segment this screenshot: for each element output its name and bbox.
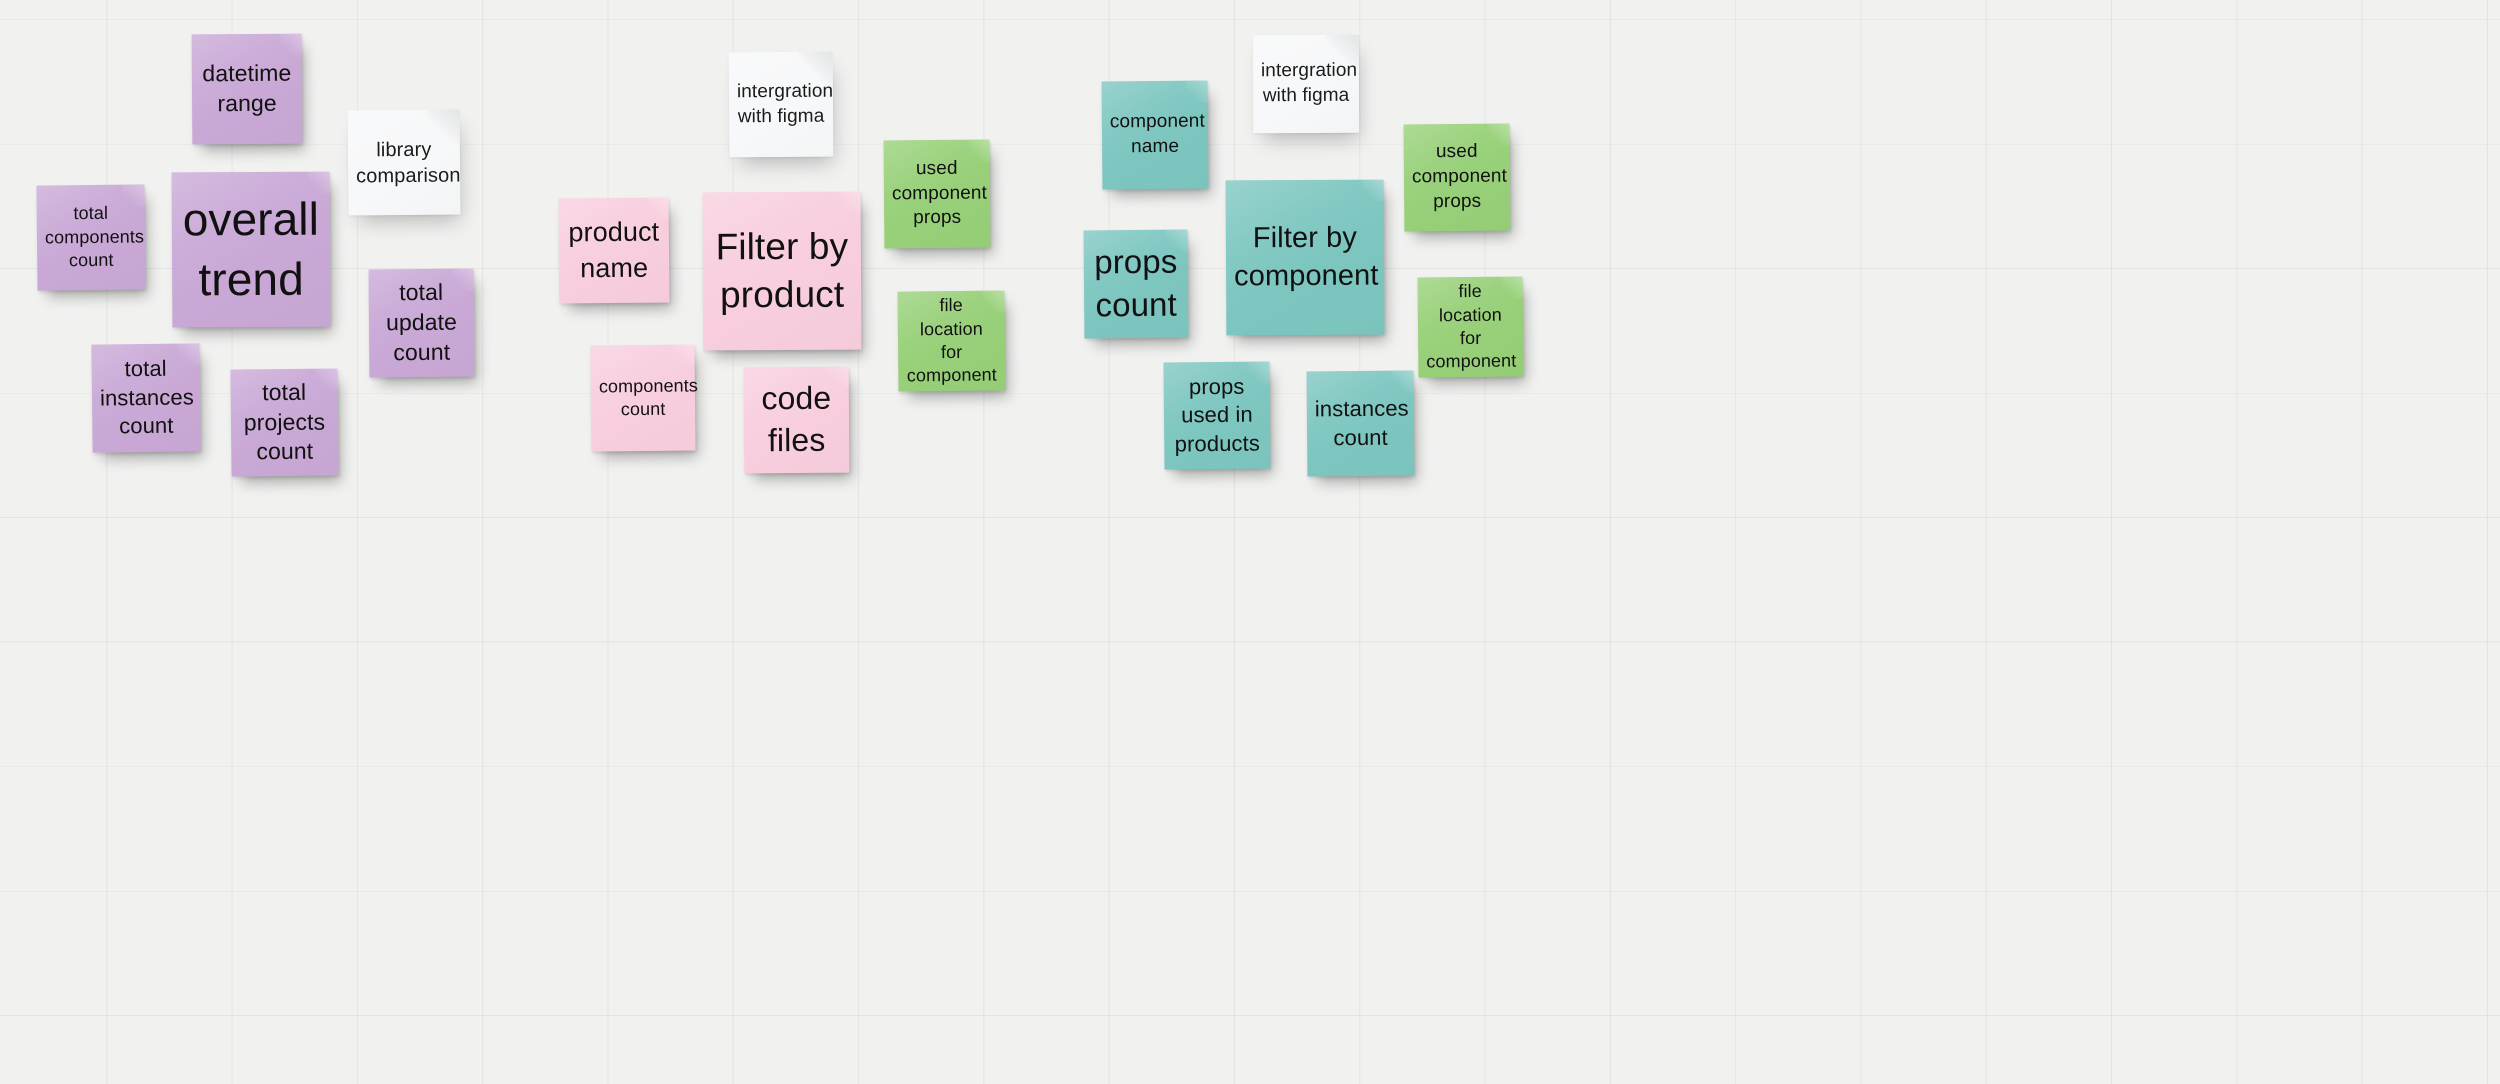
- sticky-note-text: product name: [568, 217, 660, 283]
- sticky-note-filter-by-product[interactable]: Filter by product: [702, 191, 862, 351]
- sticky-note-text: props used in products: [1174, 373, 1261, 457]
- sticky-note-text: overall trend: [182, 192, 320, 305]
- sticky-note-text: instances count: [1314, 395, 1409, 450]
- sticky-note-used-component-props-1[interactable]: used component props: [883, 139, 991, 249]
- sticky-note-text: components count: [598, 375, 699, 420]
- sticky-note-instances-count[interactable]: instances count: [1306, 370, 1415, 477]
- sticky-note-intergration-with-figma-2[interactable]: intergration with figma: [1252, 34, 1360, 134]
- sticky-note-overall-trend[interactable]: overall trend: [171, 171, 331, 328]
- sticky-note-text: file location for component: [906, 295, 997, 386]
- sticky-note-text: used component props: [891, 157, 988, 229]
- sticky-note-text: code files: [761, 380, 832, 459]
- sticky-note-total-update-count[interactable]: total update count: [368, 268, 475, 378]
- sticky-note-text: props count: [1094, 242, 1178, 324]
- sticky-note-text: datetime range: [202, 59, 292, 117]
- sticky-note-total-instances-count[interactable]: total instances count: [91, 343, 201, 453]
- sticky-note-file-location-for-component-1[interactable]: file location for component: [897, 290, 1006, 392]
- sticky-note-used-component-props-2[interactable]: used component props: [1403, 123, 1511, 232]
- sticky-note-text: intergration with figma: [736, 80, 834, 127]
- sticky-note-text: total components count: [44, 203, 145, 271]
- sticky-note-product-name[interactable]: product name: [558, 197, 670, 304]
- sticky-note-text: total instances count: [99, 355, 194, 439]
- sticky-note-file-location-for-component-2[interactable]: file location for component: [1417, 276, 1524, 378]
- sticky-note-intergration-with-figma-1[interactable]: intergration with figma: [728, 51, 834, 158]
- sticky-note-text: intergration with figma: [1260, 60, 1358, 107]
- sticky-note-text: file location for component: [1426, 281, 1517, 372]
- sticky-note-text: Filter by component: [1234, 221, 1379, 292]
- sticky-note-text: component name: [1109, 110, 1205, 158]
- sticky-note-text: Filter by product: [715, 225, 849, 316]
- sticky-note-code-files[interactable]: code files: [743, 366, 850, 474]
- sticky-note-total-components-count[interactable]: total components count: [36, 184, 146, 291]
- sticky-note-text: used component props: [1411, 141, 1508, 213]
- sticky-note-total-projects-count[interactable]: total projects count: [230, 368, 339, 477]
- sticky-note-components-count[interactable]: components count: [590, 344, 699, 452]
- sticky-note-props-used-in-products[interactable]: props used in products: [1163, 361, 1271, 470]
- sticky-note-text: total update count: [385, 278, 458, 366]
- sticky-note-datetime-range[interactable]: datetime range: [191, 33, 303, 145]
- sticky-note-text: total projects count: [243, 378, 326, 465]
- sticky-note-text: library comparison: [356, 138, 461, 187]
- legend: existing data sourcealternative data sou…: [0, 855, 2500, 1084]
- sticky-note-component-name[interactable]: component name: [1101, 80, 1209, 190]
- sticky-note-library-comparison[interactable]: library comparison: [347, 109, 461, 216]
- sticky-note-props-count[interactable]: props count: [1083, 229, 1189, 339]
- sticky-note-filter-by-component[interactable]: Filter by component: [1225, 179, 1385, 336]
